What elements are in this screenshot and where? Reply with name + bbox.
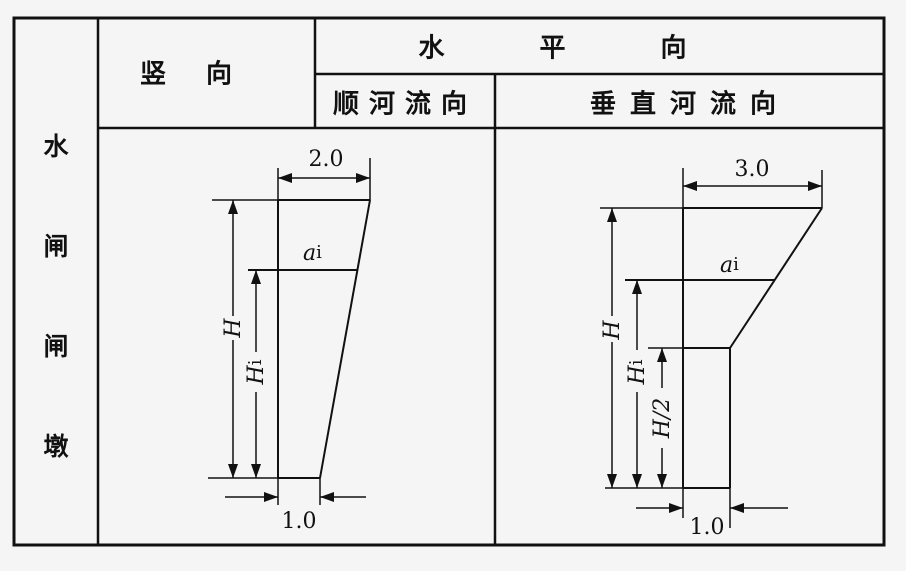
vertical-label-H: H xyxy=(221,318,246,339)
perp-label-H: H xyxy=(600,320,625,341)
perpendicular-diagram xyxy=(600,168,823,528)
perp-bottom-dim: 1.0 xyxy=(690,515,725,540)
vertical-label-Hi: Hi xyxy=(244,359,269,385)
vertical-diagram xyxy=(208,158,371,505)
sub-header-perpendicular-flow: 垂直河流向 xyxy=(589,89,791,120)
perpendicular-diagram-arrows xyxy=(607,181,822,513)
perp-label-ai: ai xyxy=(720,253,739,278)
vertical-label-ai: ai xyxy=(303,241,322,266)
perp-top-dim: 3.0 xyxy=(735,157,770,182)
row-header-char-4: 墩 xyxy=(43,432,69,461)
perp-label-H2: H/2 xyxy=(650,398,675,440)
row-header-char-2: 闸 xyxy=(43,232,69,261)
vertical-top-dim: 2.0 xyxy=(309,147,344,172)
sub-header-along-flow: 顺河流向 xyxy=(332,89,478,120)
col-header-vertical: 竖向 xyxy=(139,59,273,90)
table-border xyxy=(12,16,886,547)
vertical-bottom-dim: 1.0 xyxy=(282,509,317,534)
col-header-horizontal: 水平向 xyxy=(418,33,782,64)
vertical-diagram-arrows xyxy=(228,173,370,502)
perp-label-Hi: Hi xyxy=(625,359,650,385)
row-header-char-1: 水 xyxy=(43,132,69,161)
row-header-char-3: 闸 xyxy=(43,332,69,361)
